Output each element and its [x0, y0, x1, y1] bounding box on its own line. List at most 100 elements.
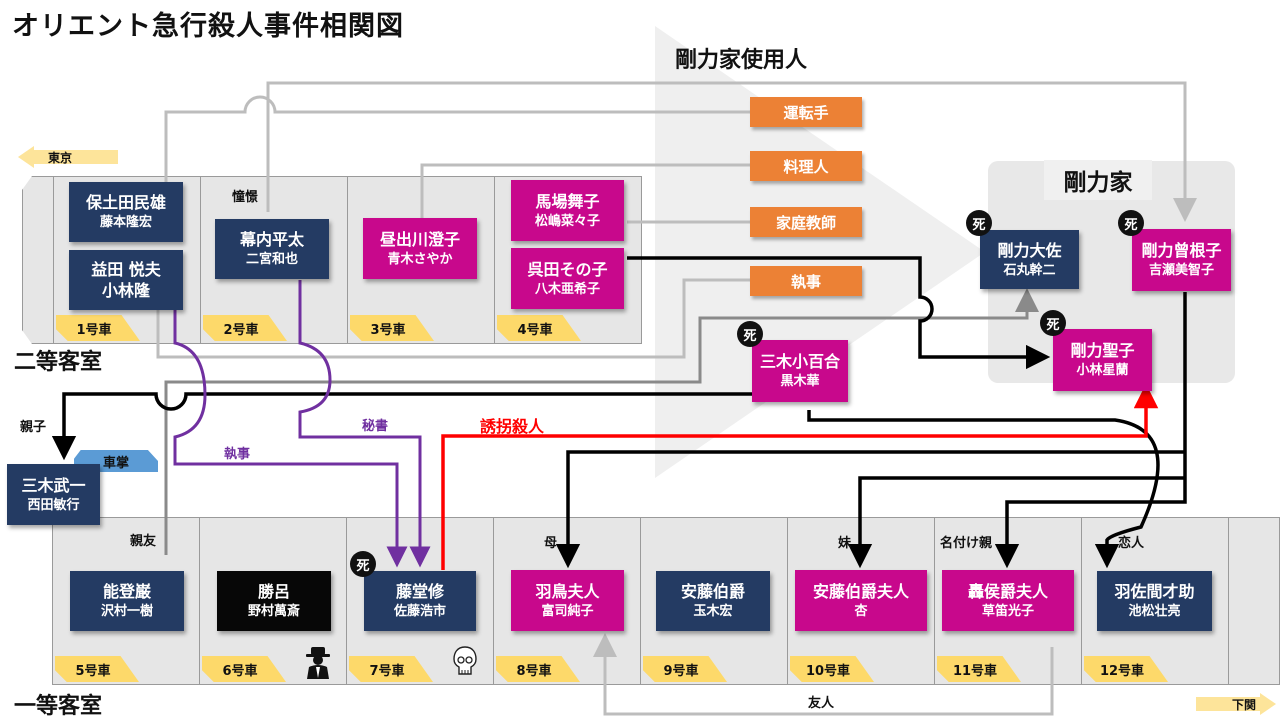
line-makuuchi-todo [298, 280, 431, 568]
servant-butler: 執事 [750, 266, 862, 296]
actor-name: 佐藤浩市 [393, 604, 446, 619]
role-name: 保土田民雄 [85, 193, 166, 212]
role-name: 剛力聖子 [1070, 341, 1135, 360]
role-name: 昼出川澄子 [379, 229, 460, 249]
role-name: 馬場舞子 [535, 191, 600, 211]
role-name: 轟侯爵夫人 [967, 581, 1048, 601]
servant-cook: 料理人 [750, 151, 862, 181]
dead-badge: 死 [1040, 310, 1066, 336]
person-suguro[interactable]: 勝呂 野村萬斎 [217, 571, 331, 631]
actor-name: 小林星蘭 [1076, 363, 1129, 378]
actor-name: 杏 [854, 603, 868, 619]
car-3: 3号車 [348, 177, 495, 343]
person-ando-wife[interactable]: 安藤伯爵夫人 杏 [795, 570, 927, 631]
relation-mother: 母 [544, 536, 558, 551]
role-name: 三木小百合 [759, 352, 840, 371]
relation-butler: 執事 [224, 447, 251, 462]
person-noto[interactable]: 能登巌 沢村一樹 [70, 571, 184, 631]
actor-name: 池松壮亮 [1128, 604, 1181, 619]
role-name: 益田 悦夫 [91, 260, 161, 279]
line-sone-mother [555, 450, 1185, 569]
line-kureda-seiko [627, 256, 1051, 370]
direction-shimonoseki-label: 下関 [1231, 697, 1256, 712]
car-4: 4号車 [495, 177, 642, 343]
actor-name: 吉瀬美智子 [1148, 263, 1214, 278]
relation-kidnap-murder: 誘拐殺人 [480, 417, 545, 436]
relation-lover: 恋人 [1118, 536, 1145, 551]
dead-badge: 死 [737, 321, 763, 347]
person-hatori[interactable]: 羽鳥夫人 富司純子 [511, 570, 624, 631]
car-tag: 10号車 [790, 656, 874, 682]
actor-name: 藤本隆宏 [99, 215, 152, 230]
person-todo[interactable]: 藤堂修 佐藤浩市 [364, 571, 476, 631]
actor-name: 西田敏行 [27, 497, 80, 513]
arrow-left-icon [18, 146, 34, 168]
person-ando[interactable]: 安藤伯爵 玉木宏 [656, 571, 770, 631]
role-name: 藤堂修 [395, 582, 444, 601]
line-sone-children [994, 292, 1187, 569]
person-goriki-seiko[interactable]: 剛力聖子 小林星蘭 [1053, 329, 1152, 391]
person-todoroki[interactable]: 轟侯爵夫人 草笛光子 [942, 570, 1074, 631]
person-masuda[interactable]: 益田 悦夫 小林隆 [69, 250, 183, 310]
actor-name: 沢村一樹 [100, 604, 153, 619]
line-parent-child [51, 392, 752, 461]
line-friend [593, 633, 1054, 716]
actor-name: 青木さやか [387, 251, 453, 267]
line-masuda-butler [156, 278, 750, 359]
diagram-title: オリエント急行殺人事件相関図 [12, 11, 404, 42]
role-name: 能登巌 [102, 582, 151, 601]
person-goriki-sone[interactable]: 剛力曾根子 吉瀬美智子 [1132, 229, 1231, 291]
person-hasama[interactable]: 羽佐間才助 池松壮亮 [1097, 571, 1212, 631]
actor-name: 富司純子 [541, 603, 594, 619]
role-name: 羽鳥夫人 [535, 581, 600, 601]
person-miki-sayuri[interactable]: 三木小百合 黒木華 [752, 340, 848, 402]
person-hodota[interactable]: 保土田民雄 藤本隆宏 [69, 182, 183, 242]
line-kidnap-murder [441, 383, 1159, 570]
servants-section-label: 剛力家使用人 [675, 48, 808, 73]
person-baba[interactable]: 馬場舞子 松嶋菜々子 [511, 180, 624, 241]
line-hodota-driver [164, 95, 750, 182]
direction-tokyo-label: 東京 [48, 150, 73, 165]
car-tag: 9号車 [643, 656, 727, 682]
role-name: 羽佐間才助 [1114, 582, 1195, 601]
second-class-label: 二等客室 [14, 350, 103, 375]
relation-secretary: 秘書 [362, 419, 389, 434]
servant-driver: 運転手 [750, 97, 862, 127]
role-name: 三木武一 [21, 475, 86, 495]
car-11: 11号車 [935, 518, 1082, 684]
line-miki-daisuke [164, 288, 1039, 555]
person-goriki-daisuke[interactable]: 剛力大佐 石丸幹二 [980, 230, 1079, 289]
arrow-right-icon [1260, 693, 1276, 715]
person-hiruidegawa[interactable]: 昼出川澄子 青木さやか [363, 218, 477, 279]
direction-tokyo: 東京 [18, 146, 118, 168]
role-name: 剛力大佐 [997, 240, 1062, 260]
relation-friend: 友人 [808, 696, 835, 711]
car-9: 9号車 [641, 518, 788, 684]
car-2: 2号車 [201, 177, 348, 343]
car-7: 7号車 [347, 518, 494, 684]
relation-admire: 憧憬 [232, 190, 259, 205]
actor-name: 草笛光子 [981, 603, 1034, 619]
detective-icon [305, 645, 331, 679]
actor-name: 小林隆 [101, 281, 150, 300]
car-6: 6号車 [200, 518, 347, 684]
actor-name: 二宮和也 [245, 252, 298, 267]
actor-name: 松嶋菜々子 [534, 213, 600, 229]
line-sone-sister [847, 476, 1185, 569]
servant-tutor: 家庭教師 [750, 207, 862, 237]
person-makuuchi[interactable]: 幕内平太 二宮和也 [215, 219, 329, 279]
role-name: 安藤伯爵 [680, 582, 745, 601]
dead-badge: 死 [966, 210, 992, 236]
role-name: 安藤伯爵夫人 [812, 581, 909, 601]
person-kureda[interactable]: 呉田その子 八木亜希子 [511, 248, 624, 309]
actor-name: 野村萬斎 [247, 604, 300, 619]
dead-badge: 死 [350, 551, 376, 577]
direction-shimonoseki: 下関 [1196, 693, 1276, 715]
relation-godparent: 名付け親 [940, 536, 993, 551]
relation-best-friend: 親友 [130, 534, 157, 549]
person-miki-buichi[interactable]: 三木武一 西田敏行 [7, 464, 100, 525]
car-10: 10号車 [788, 518, 935, 684]
line-makuuchi-admire [266, 81, 1197, 222]
